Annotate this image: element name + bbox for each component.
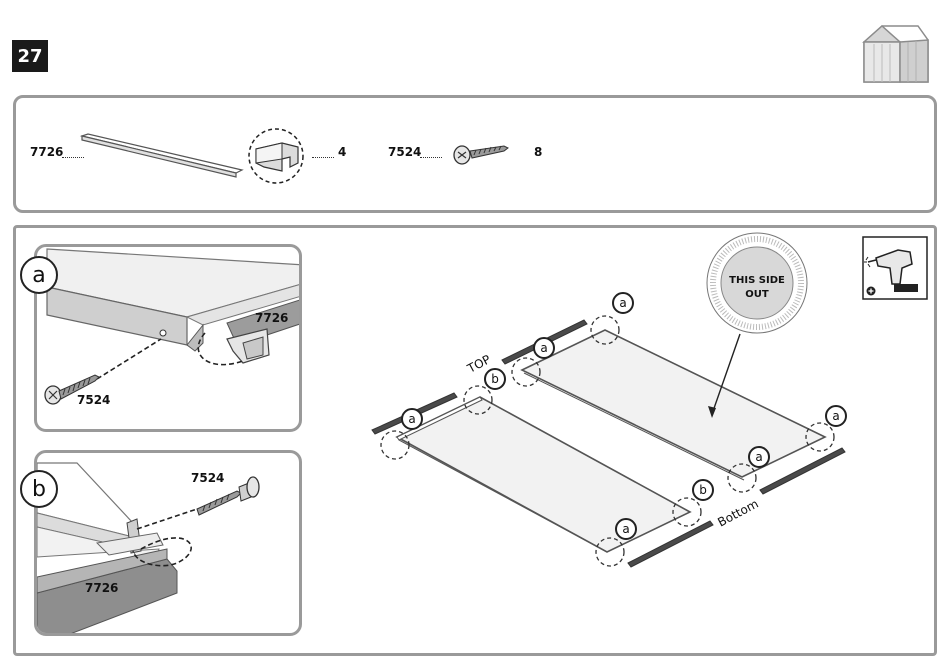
this-side-out-line2: OUT: [727, 289, 787, 300]
rail-profile-closeup: [246, 127, 308, 185]
shed-icon: [860, 22, 932, 86]
detail-b-screw-label: 7524: [191, 471, 224, 485]
callout-letter-a: a: [748, 446, 770, 468]
detail-b-panel: 7524 7726: [34, 450, 302, 636]
detail-b-part-label: 7726: [85, 581, 118, 595]
this-side-out-line1: THIS SIDE: [727, 275, 787, 286]
plus-icon: [866, 286, 876, 296]
part-quantity: 8: [534, 145, 542, 159]
callout-letter-b: b: [484, 368, 506, 390]
callout-letter-a: a: [825, 405, 847, 427]
callout-letter-b: b: [692, 479, 714, 501]
detail-a-screw-label: 7524: [77, 393, 110, 407]
detail-a-panel: 7726 7524: [34, 244, 302, 432]
callout-letter-a: a: [615, 518, 637, 540]
rail-part-drawing: [80, 130, 250, 180]
part-quantity: 4: [338, 145, 346, 159]
detail-b-letter: b: [20, 470, 58, 508]
detail-a-letter: a: [20, 256, 58, 294]
part-number-label: 7524: [388, 145, 421, 159]
leader-dots: [312, 157, 334, 158]
step-number-badge: 27: [12, 40, 48, 72]
detail-a-part-label: 7726: [255, 311, 288, 325]
screw-part-drawing: [452, 140, 512, 166]
part-number-label: 7726: [30, 145, 63, 159]
detail-b-drawing: [37, 453, 302, 636]
callout-letter-a: a: [401, 408, 423, 430]
callout-letter-a: a: [612, 292, 634, 314]
leader-dots: [420, 157, 442, 158]
callout-letter-a: a: [533, 337, 555, 359]
